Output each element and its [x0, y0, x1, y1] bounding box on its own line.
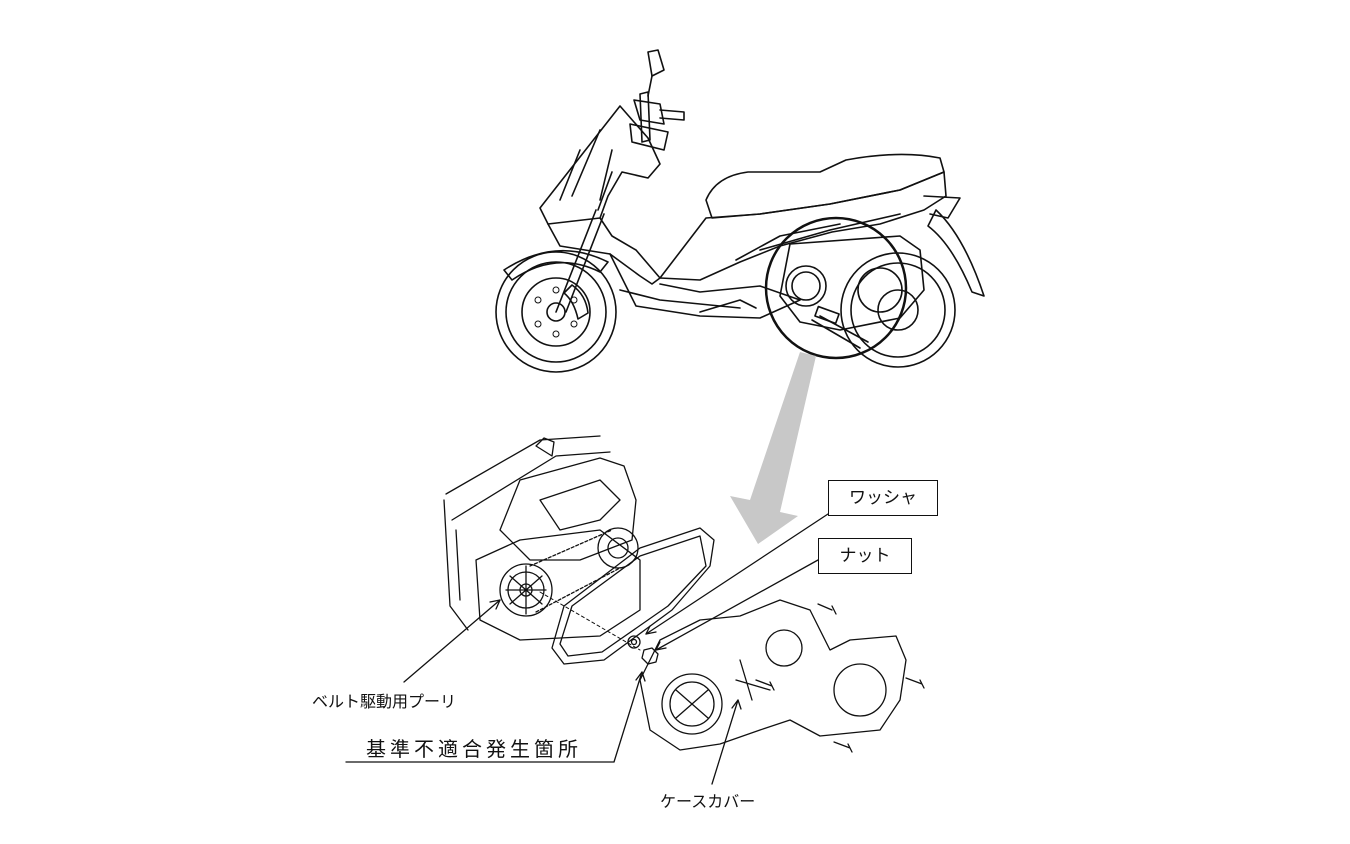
- defect-leader: [345, 671, 643, 763]
- defect-location-label: 基準不適合発生箇所: [366, 737, 582, 761]
- washer-leader: [645, 513, 829, 635]
- washer-part: [627, 635, 641, 649]
- washer-label: ワッシャ: [828, 480, 938, 516]
- case-cover: [639, 599, 907, 751]
- front-wheel: [495, 251, 617, 373]
- leader-lines: [345, 513, 829, 785]
- drive-pulley: [499, 563, 553, 617]
- cvt-case-exploded-illustration: [443, 435, 925, 753]
- nut-label: ナット: [818, 538, 912, 574]
- nut-leader: [655, 559, 819, 651]
- floorboard: [609, 253, 801, 319]
- callout-arrow: [730, 352, 816, 544]
- rear-fender: [927, 209, 985, 297]
- case-cover-label: ケースカバー: [660, 792, 756, 811]
- bolts: [755, 603, 925, 753]
- pulley-leader: [403, 599, 501, 683]
- front-fork: [555, 171, 613, 313]
- gasket: [551, 527, 715, 665]
- cover-leader: [711, 699, 739, 785]
- handlebar: [629, 49, 685, 151]
- rear-wheel: [840, 252, 956, 368]
- nut-part: [641, 647, 659, 665]
- highlight-circle: [764, 216, 908, 360]
- rear-body: [659, 171, 947, 281]
- front-cowl: [539, 105, 661, 225]
- pulley-label: ベルト駆動用プーリ: [312, 692, 457, 711]
- scooter-illustration: [495, 49, 985, 373]
